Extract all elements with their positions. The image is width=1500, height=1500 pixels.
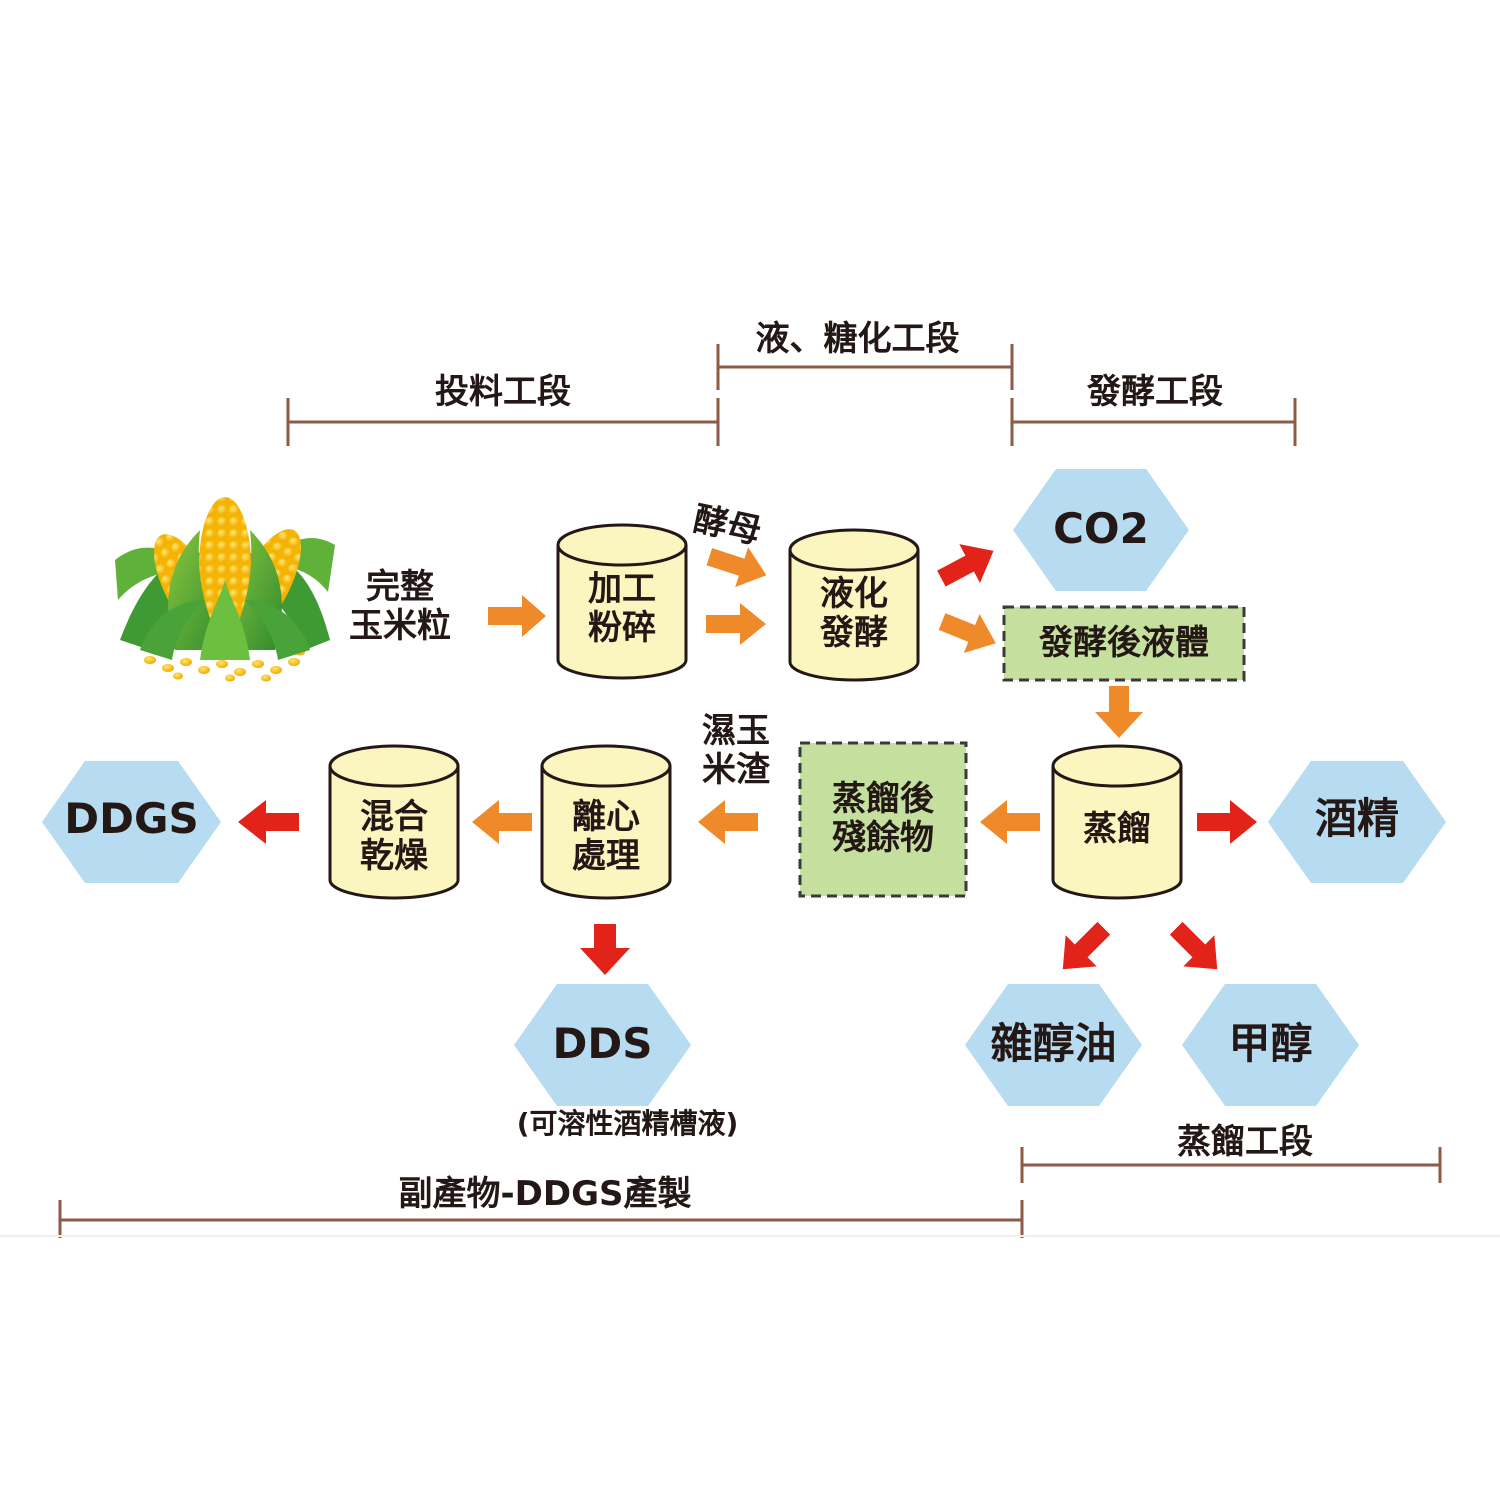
hex-dds (514, 984, 691, 1106)
label-corn-input: 完整 玉米粒 (349, 567, 451, 647)
arrow-grind-to-ferment (706, 603, 766, 645)
label-ferment: 液化 發酵 (820, 574, 888, 654)
hex-methanol (1182, 984, 1359, 1106)
hex-co2 (1013, 469, 1189, 591)
arrow-distill-to-methanol (1169, 921, 1218, 970)
label-ddgs: DDGS (64, 794, 199, 843)
label-co2: CO2 (1053, 504, 1149, 553)
label-fermented-liquid: 發酵後液體 (1039, 623, 1209, 663)
arrow-residue-to-centrifuge (698, 800, 758, 844)
arrow-ferment-to-liquid (938, 613, 996, 653)
arrow-liquid-to-distill (1095, 686, 1143, 738)
label-centrifuge: 離心 處理 (572, 797, 640, 877)
arrow-corn-to-grind (488, 595, 546, 637)
label-distill: 蒸餾 (1083, 809, 1151, 849)
label-dds: DDS (552, 1019, 653, 1068)
tank-centrifuge (540, 744, 672, 900)
label-methanol: 甲醇 (1228, 1019, 1313, 1068)
label-fusel-oil: 雜醇油 (990, 1019, 1117, 1068)
arrow-ferment-to-co2 (937, 544, 994, 587)
stage-label-feed: 投料工段 (435, 372, 571, 412)
bracket-byproduct (58, 1200, 1024, 1238)
label-ethanol: 酒精 (1314, 794, 1399, 843)
stage-label-liquefaction: 液、糖化工段 (755, 319, 960, 359)
label-dry-mix: 混合 乾燥 (360, 797, 428, 877)
label-dds-note: (可溶性酒精槽液) (516, 1107, 739, 1140)
arrow-drymix-to-ddgs (238, 800, 299, 844)
arrow-distill-to-residue (980, 800, 1040, 844)
stage-label-distillation: 蒸餾工段 (1177, 1122, 1313, 1162)
hex-ethanol (1268, 761, 1446, 883)
bracket-liquefaction (716, 344, 1014, 390)
arrow-yeast-to-ferment (706, 547, 767, 588)
arrow-distill-to-ethanol (1197, 800, 1257, 844)
arrow-distill-to-fusel-oil (1062, 921, 1111, 970)
tank-grind (556, 523, 688, 680)
stage-label-byproduct: 副產物-DDGS產製 (398, 1174, 692, 1214)
corn-illustration (115, 497, 335, 682)
hex-ddgs (42, 761, 221, 883)
tank-distill (1051, 744, 1183, 900)
box-fermented-liquid (1002, 605, 1246, 682)
tank-ferment (788, 528, 920, 682)
label-wet-grain: 濕玉 米渣 (702, 711, 770, 791)
stage-label-fermentation: 發酵工段 (1087, 372, 1223, 412)
bracket-distillation (1020, 1147, 1442, 1183)
tank-dry-mix (328, 744, 460, 900)
box-residue (798, 741, 968, 898)
arrow-centrifuge-to-dds (580, 924, 630, 975)
label-residue: 蒸餾後 殘餘物 (832, 779, 934, 859)
bracket-fermentation (1010, 398, 1297, 446)
label-grind: 加工 粉碎 (588, 569, 656, 649)
hex-fusel-oil (965, 984, 1142, 1106)
bracket-feed (286, 398, 720, 446)
arrow-centrifuge-to-drymix (472, 800, 532, 844)
